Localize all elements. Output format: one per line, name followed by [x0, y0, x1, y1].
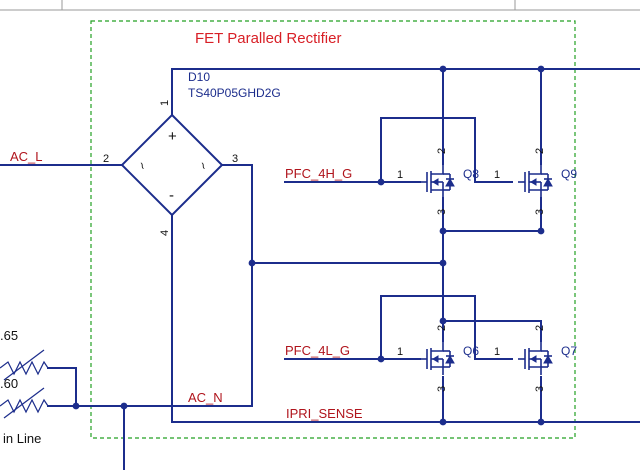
junction-dot — [537, 227, 545, 235]
mosfet-q8 — [420, 164, 455, 198]
fet-diode-triangle — [543, 354, 553, 364]
net-ac-n: AC_N — [188, 390, 223, 405]
q6-pin-gate: 1 — [397, 346, 403, 358]
net-ac-l: AC_L — [10, 149, 43, 164]
partial-label-in-line: in Line — [3, 431, 41, 446]
junction-dot — [537, 65, 545, 73]
fet-source-lead — [529, 189, 542, 198]
junction-dots — [72, 65, 545, 426]
q7-pin-gate: 1 — [494, 346, 500, 358]
resistor-partial-bottom — [0, 398, 49, 414]
bridge-plus: + — [168, 128, 177, 145]
fet-drain-lead — [431, 164, 444, 175]
resistor-partial-bottom-arrow — [3, 387, 45, 419]
bridge-pin2: 2 — [103, 153, 109, 165]
junction-dot — [439, 65, 447, 73]
junction-dot — [120, 402, 128, 410]
junction-dot — [377, 178, 385, 186]
fet-drain-lead — [431, 341, 444, 352]
junction-dot — [537, 418, 545, 426]
net-ipri-sense: IPRI_SENSE — [286, 406, 363, 421]
fet-ref-q8: Q8 — [463, 167, 479, 181]
junction-dot — [248, 259, 256, 267]
fet-diode-triangle — [445, 177, 455, 187]
junction-dot — [72, 402, 80, 410]
fet-arrow — [432, 178, 439, 186]
junction-dot — [439, 227, 447, 235]
bridge-minus: - — [169, 187, 174, 204]
fet-ref-q6: Q6 — [463, 344, 479, 358]
resistor-partial-top-arrow — [3, 349, 45, 381]
block-title: FET Paralled Rectifier — [195, 30, 341, 47]
junction-dot — [439, 317, 447, 325]
partial-label-60: .60 — [0, 376, 18, 391]
fet-arrow — [432, 355, 439, 363]
resistor-partial-top — [0, 360, 49, 376]
junction-dot — [439, 418, 447, 426]
bridge-pin4: 4 — [159, 230, 171, 236]
fet-diode-triangle — [543, 177, 553, 187]
bridge-part: TS40P05GHD2G — [188, 86, 281, 100]
wire-bridge-minus-return — [171, 214, 640, 423]
q9-pin-source: 3 — [534, 209, 546, 215]
wire-resistor-top — [47, 367, 77, 407]
fet-source-lead — [431, 366, 444, 375]
q9-pin-gate: 1 — [494, 169, 500, 181]
rectifier-block-border — [90, 20, 576, 439]
q8-pin-source: 3 — [436, 209, 448, 215]
wire-gate-h-tie — [380, 117, 513, 183]
fet-arrow — [530, 355, 537, 363]
fet-source-lead — [431, 189, 444, 198]
bridge-ref: D10 — [188, 70, 210, 84]
mosfet-q7 — [518, 341, 553, 375]
bridge-rectifier-d10: D10 TS40P05GHD2G + - ~ ~ 1 2 3 4 — [103, 70, 281, 236]
fet-ref-q7: Q7 — [561, 344, 577, 358]
wire-gate-l-tie — [380, 295, 513, 360]
bridge-ac-right: ~ — [195, 160, 212, 173]
wire-bridge-plus-rail — [171, 68, 640, 116]
mosfet-q9 — [518, 164, 553, 198]
junction-dot — [439, 259, 447, 267]
fet-ref-q9: Q9 — [561, 167, 577, 181]
bridge-pin3: 3 — [232, 153, 238, 165]
net-pfc-4h: PFC_4H_G — [285, 166, 352, 181]
q9-pin-drain: 2 — [534, 148, 546, 154]
fet-drain-lead — [529, 341, 542, 352]
q7-pin-source: 3 — [534, 386, 546, 392]
mosfet-q6 — [420, 341, 455, 375]
junction-dot — [377, 355, 385, 363]
q6-pin-drain: 2 — [436, 325, 448, 331]
partial-label-65: .65 — [0, 328, 18, 343]
fet-source-lead — [529, 366, 542, 375]
fet-drain-lead — [529, 164, 542, 175]
q7-pin-drain: 2 — [534, 325, 546, 331]
fet-arrow — [530, 178, 537, 186]
q8-pin-drain: 2 — [436, 148, 448, 154]
q6-pin-source: 3 — [436, 386, 448, 392]
fet-diode-triangle — [445, 354, 455, 364]
bridge-ac-left: ~ — [134, 160, 151, 173]
bridge-pin1: 1 — [159, 100, 171, 106]
q8-pin-gate: 1 — [397, 169, 403, 181]
net-pfc-4l: PFC_4L_G — [285, 343, 350, 358]
